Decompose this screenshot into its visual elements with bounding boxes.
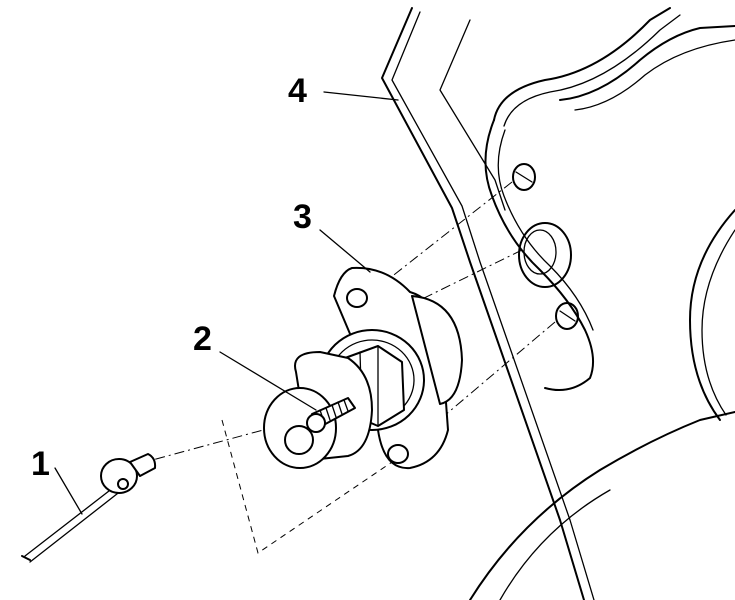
center-bore [518, 222, 572, 288]
callout-label-4: 4 [288, 72, 307, 110]
flange-hole-upper [346, 288, 368, 308]
leader-lines [54, 91, 399, 515]
callout-label-1: 1 [31, 445, 50, 483]
engine-case [381, 7, 735, 600]
mounting-hole-lower [555, 302, 579, 330]
flange-hole-lower [387, 444, 409, 464]
flanged-housing [319, 266, 463, 470]
bolt [306, 397, 356, 433]
callout-label-3: 3 [293, 198, 312, 236]
inner-collar [263, 351, 373, 469]
mounting-hole-upper [512, 163, 536, 191]
callout-label-2: 2 [193, 320, 212, 358]
pin [21, 453, 157, 563]
